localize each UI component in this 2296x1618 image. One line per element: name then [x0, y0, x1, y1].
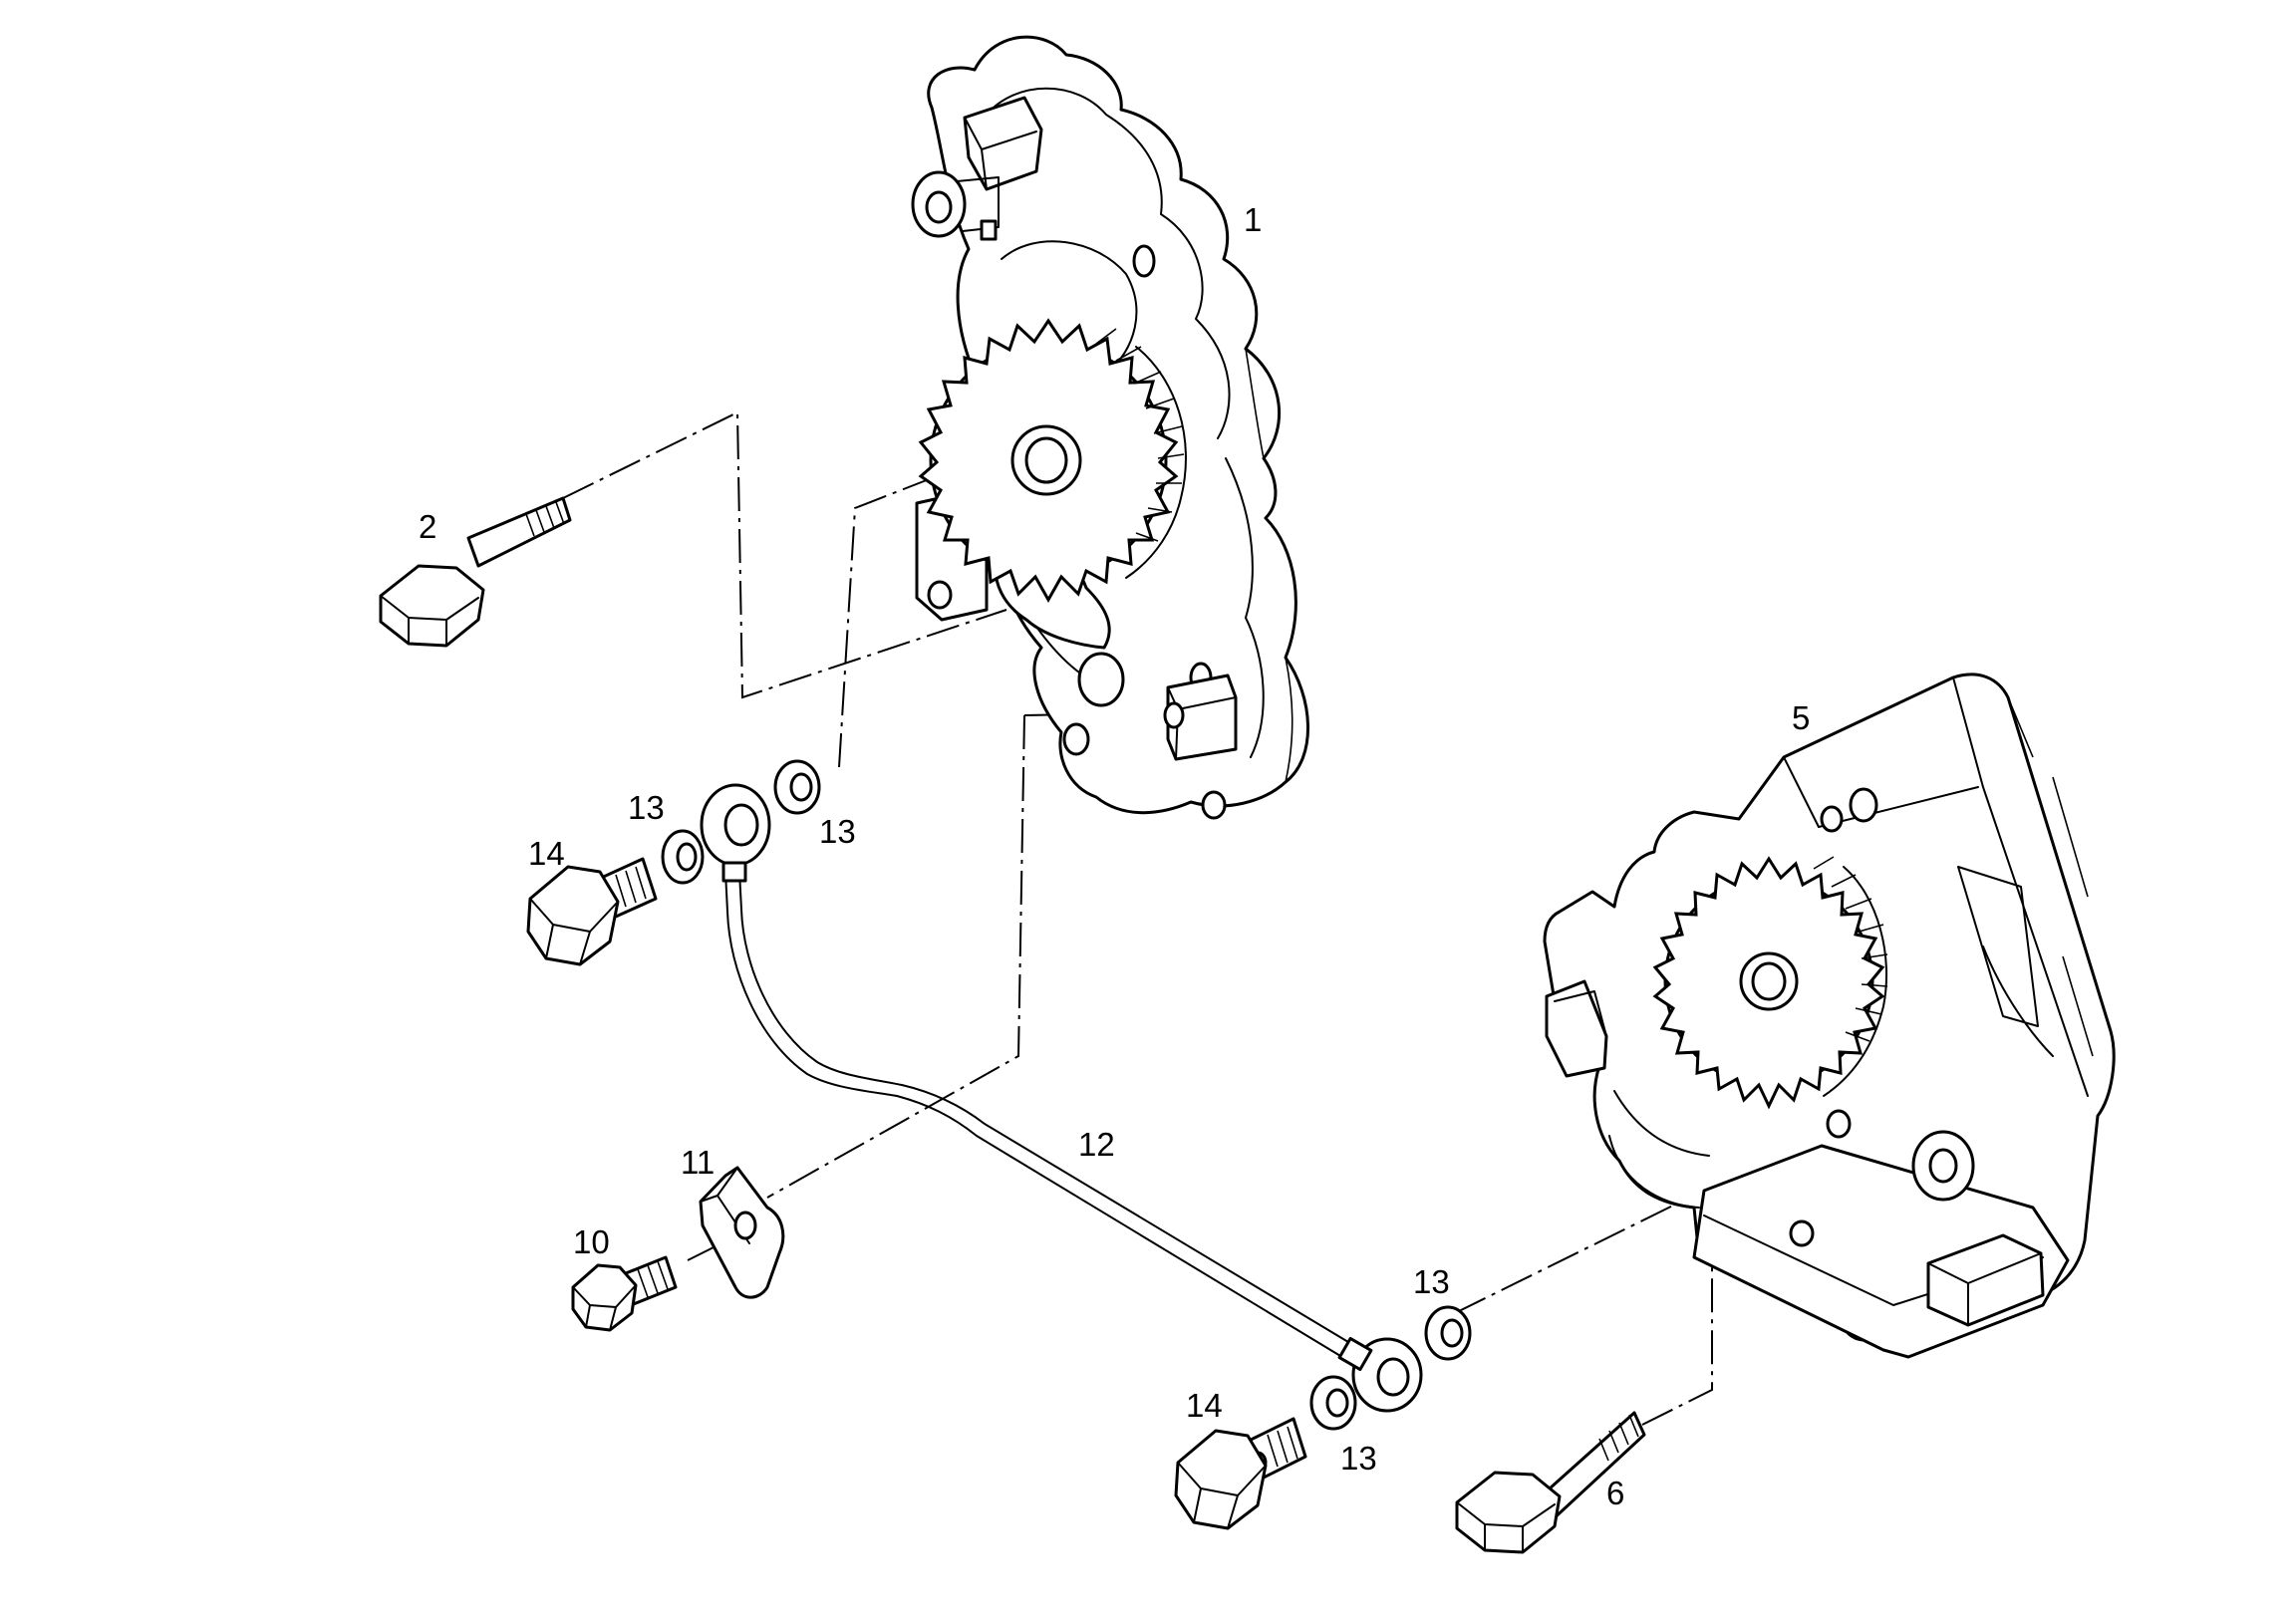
- banjo-bolt-14-upper: [526, 857, 658, 966]
- banjo-bolt-14-lower: [1174, 1417, 1307, 1530]
- lower-housing-bolt-hole: [1928, 1148, 1958, 1184]
- callout-12: 12: [1078, 1126, 1115, 1163]
- callout-14-b: 14: [1186, 1387, 1223, 1424]
- housing-lower-boss: [1166, 674, 1238, 761]
- callout-10: 10: [573, 1223, 610, 1260]
- lower-housing-top-hole: [1849, 787, 1878, 823]
- lower-boss-hole: [1163, 701, 1185, 729]
- lower-housing-foot: [1926, 1233, 2045, 1327]
- bolt-6-head: [1455, 1471, 1562, 1554]
- washer-13-a: [661, 829, 705, 885]
- callout-13-b: 13: [819, 813, 856, 850]
- callout-14-a: 14: [528, 835, 565, 872]
- callout-13-d: 13: [1340, 1440, 1377, 1477]
- housing-tab: [980, 219, 998, 241]
- bolt-part-6: [1455, 1411, 1646, 1554]
- housing-bolt-hole: [1132, 244, 1156, 278]
- lower-housing-flange: [1545, 979, 1608, 1078]
- oil-pipe-part-12: [700, 783, 1423, 1413]
- bracket-bolt-hole: [927, 580, 953, 610]
- callout-11: 11: [681, 1144, 715, 1181]
- callout-1: 1: [1244, 201, 1262, 238]
- callout-6: 6: [1606, 1475, 1624, 1511]
- callout-5: 5: [1792, 699, 1810, 736]
- pipe-clip-part-11: [699, 1166, 785, 1299]
- callout-2: 2: [419, 508, 436, 545]
- oil-pump-gear-upper: [918, 318, 1187, 604]
- callout-labels: 1 2 5 6 10 11 12 13 13 13 13 14 14: [419, 201, 1810, 1511]
- lower-housing-oil-port: [1826, 1109, 1852, 1139]
- washer-13-c: [1424, 1305, 1472, 1361]
- callout-13-a: 13: [628, 789, 665, 826]
- callout-13-c: 13: [1413, 1263, 1450, 1300]
- oil-pump-gear-lower: [1652, 856, 1888, 1110]
- washer-13-d: [1309, 1375, 1357, 1431]
- bolt-part-10: [571, 1255, 678, 1332]
- washer-13-b: [773, 759, 821, 815]
- bolt-part-2: [379, 496, 572, 648]
- bolt-2-head: [379, 564, 485, 648]
